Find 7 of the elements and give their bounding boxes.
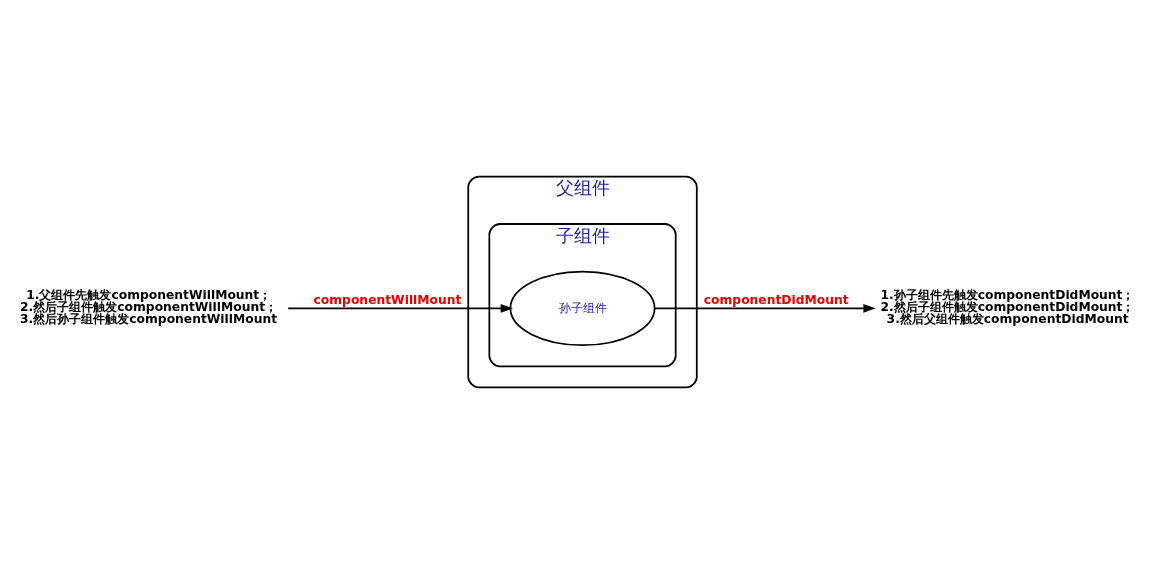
- arrow: [287, 304, 513, 313]
- edge-label: componentDidMount: [703, 293, 849, 308]
- edge-label: componentWillMount: [313, 293, 462, 308]
- node-ellipse: 孙子组件: [509, 270, 656, 347]
- arrow: [653, 304, 876, 313]
- node-text: 1.父组件先触发componentWillMount； 2.然后子组件触发componentWillMount； 3.然后孙子组件触发componentWillMount: [20, 287, 278, 327]
- node-text: 1.孙子组件先触发componentDidMount； 2.然后子组件触发componentDidMount； 3.然后父组件触发componentDidMount: [880, 287, 1135, 327]
